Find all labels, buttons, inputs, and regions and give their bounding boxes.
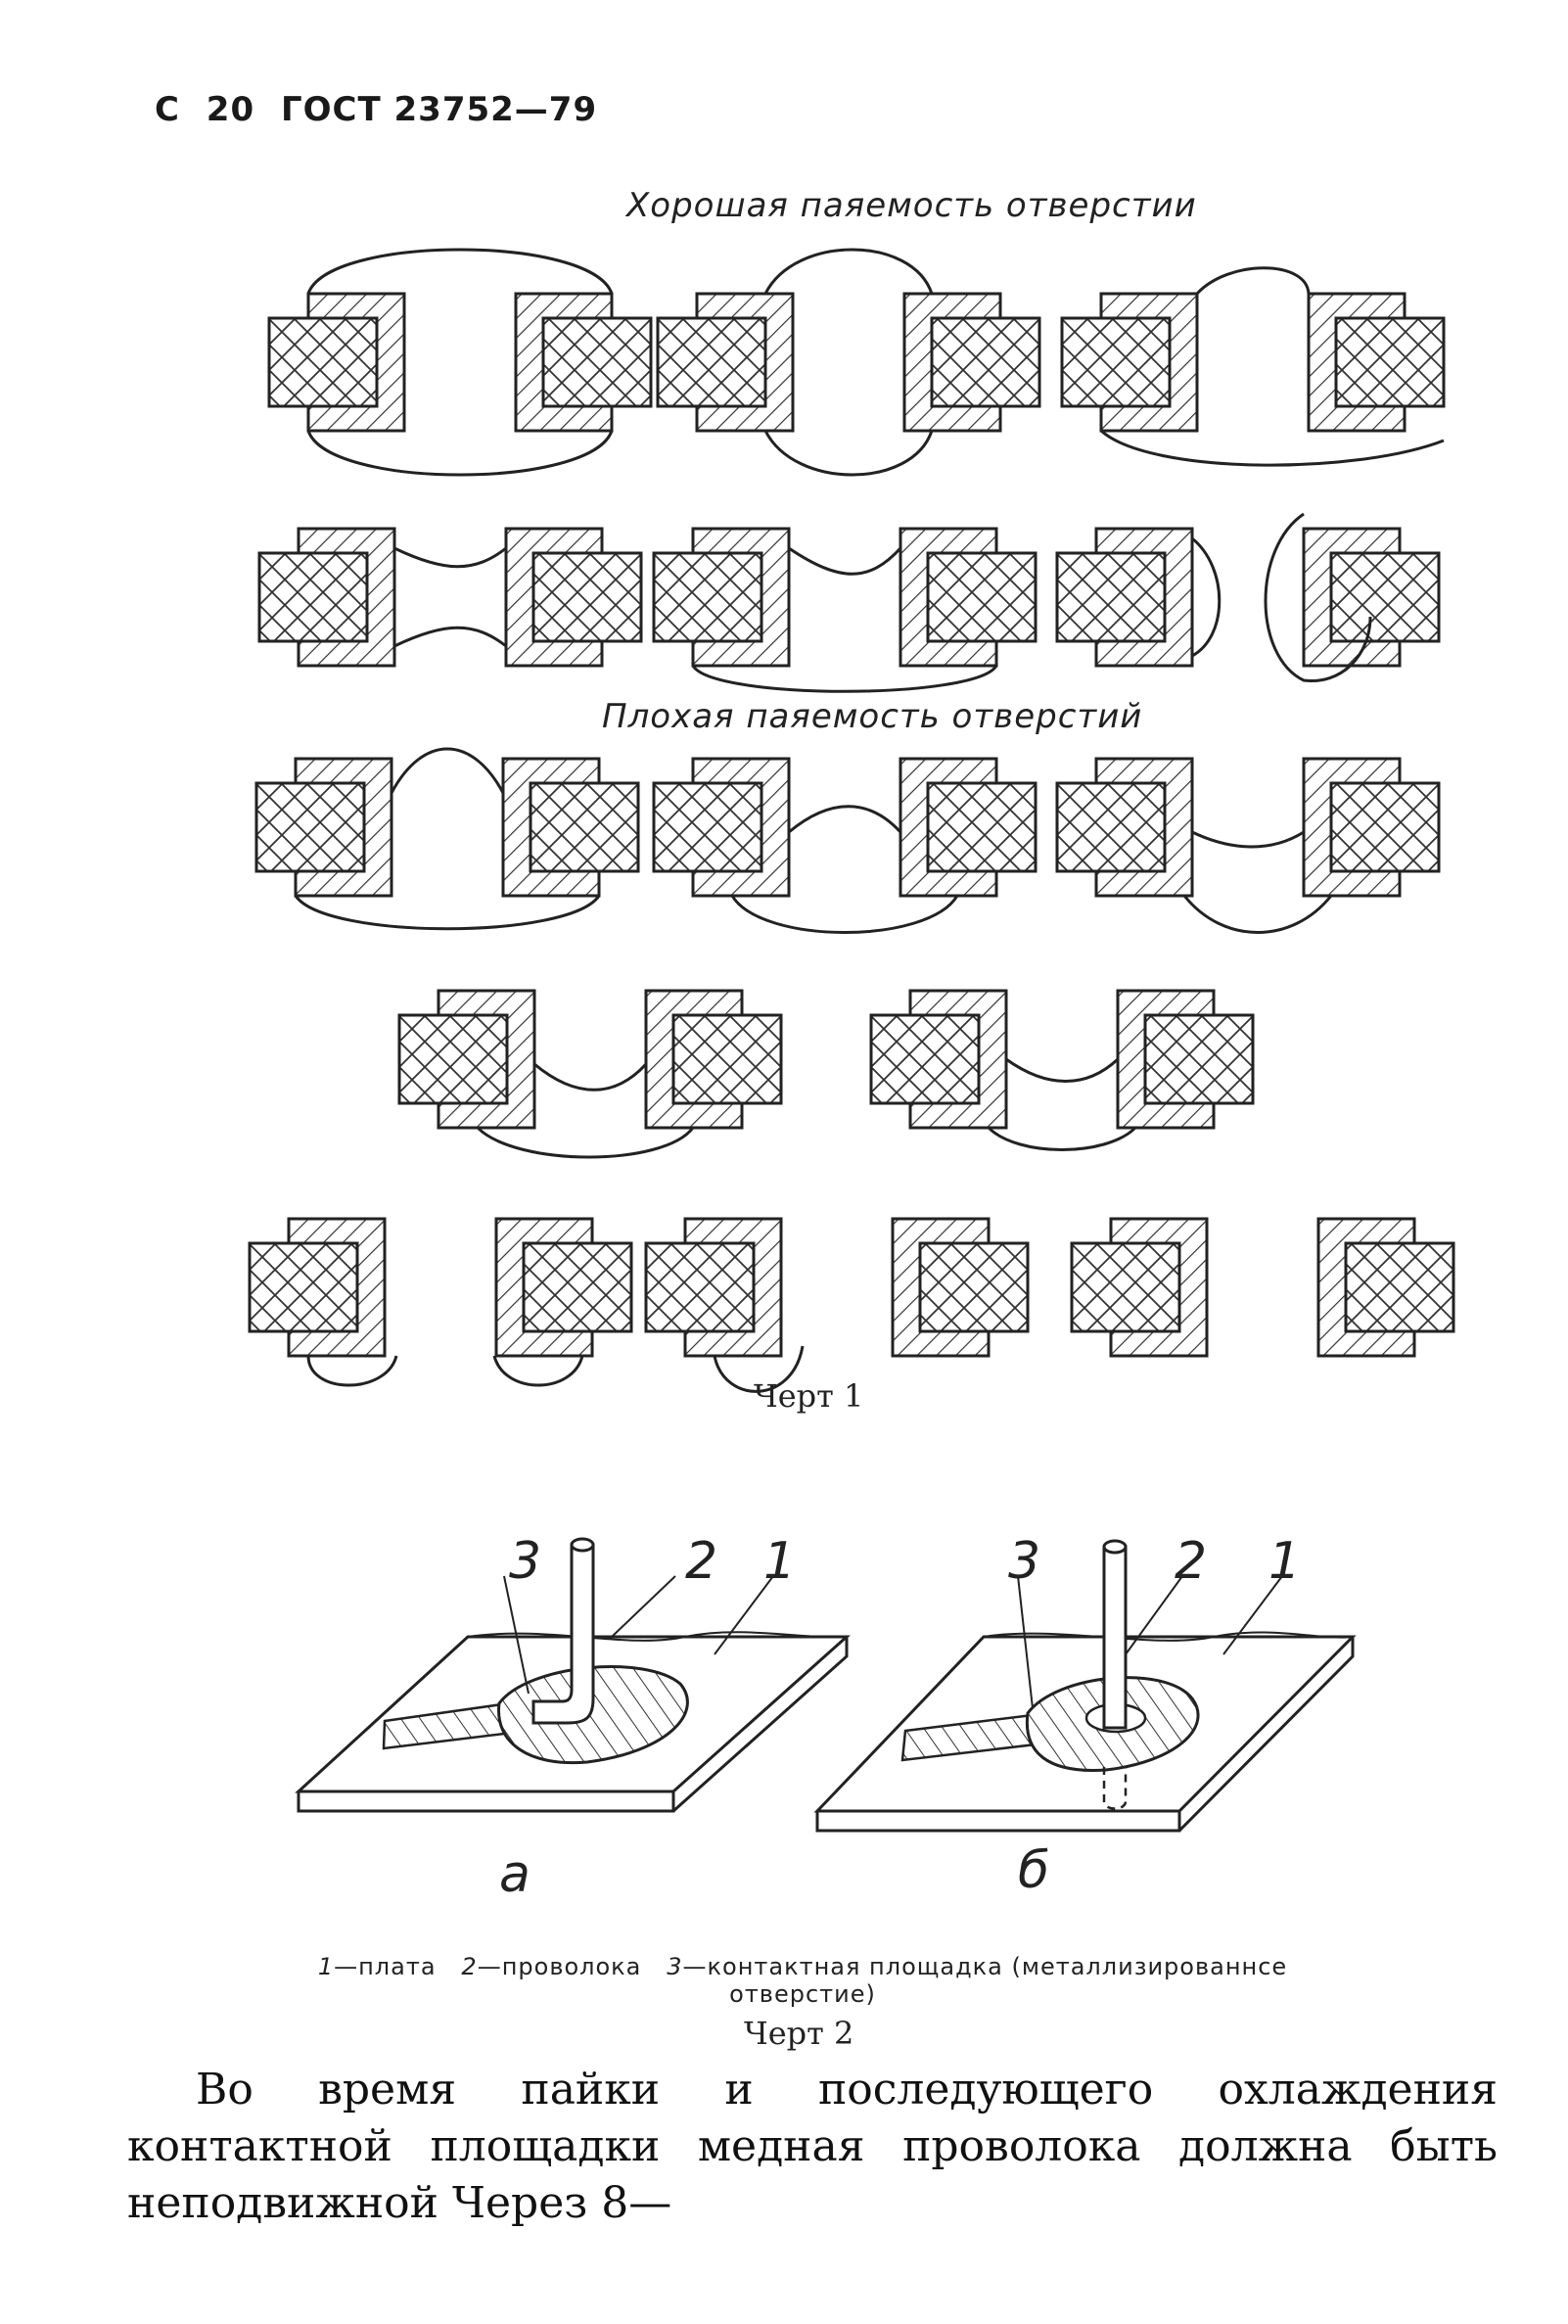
body-paragraph: Во время пайки и последующего охлаждения… <box>127 2065 1498 2228</box>
figure2-b-drawing: 3 2 1 б <box>813 1532 1357 1900</box>
fig2a-letter: а <box>499 1845 530 1904</box>
standard-title: ГОСТ 23752—79 <box>280 90 598 129</box>
good-hole-5 <box>652 527 1038 693</box>
good-hole-2 <box>656 248 1041 477</box>
fig2b-label-3: 3 <box>1008 1532 1040 1591</box>
legend-line-2: отверстие) <box>729 1980 876 2008</box>
legend-line-1: 1—плата 2—проволока 3—контактная площадк… <box>254 1953 1351 1980</box>
figure2-a-drawing: 3 2 1 а <box>295 1532 851 1904</box>
bad-hole-1 <box>254 747 640 931</box>
legend-num-1: 1 <box>317 1953 335 1980</box>
bad-hole-5 <box>869 989 1255 1151</box>
good-hole-6 <box>1055 512 1441 683</box>
good-hole-3 <box>1060 266 1446 467</box>
bad-solderability-heading: Плохая паяемость отверстий <box>602 697 1143 736</box>
page-number: 20 <box>206 90 255 129</box>
figure2-caption: Черт 2 <box>744 2015 854 2052</box>
figure1-caption: Черт 1 <box>754 1377 864 1415</box>
bad-hole-6 <box>248 1217 633 1387</box>
fig2a-label-1: 1 <box>763 1532 796 1591</box>
body-paragraph-block: Во время пайки и последующего охлаждения… <box>127 2062 1498 2232</box>
legend-text-2: —проволока <box>477 1953 642 1980</box>
bad-hole-7 <box>644 1217 1030 1393</box>
legend-num-2: 2 <box>461 1953 478 1980</box>
good-solderability-heading: Хорошая паяемость отверстии <box>626 186 1197 225</box>
bad-hole-2 <box>652 757 1038 934</box>
header-prefix: С <box>155 90 180 129</box>
good-hole-4 <box>257 527 643 668</box>
bad-hole-3 <box>1055 757 1441 934</box>
legend-num-3: 3 <box>667 1953 683 1980</box>
fig2a-label-2: 2 <box>685 1532 717 1591</box>
legend-text-3: —контактная площадка (металлизированнсе <box>682 1953 1288 1980</box>
legend-text-1: —плата <box>334 1953 437 1980</box>
bad-hole-8 <box>1070 1217 1455 1358</box>
figure2-legend: 1—плата 2—проволока 3—контактная площадк… <box>254 1953 1351 2008</box>
fig2b-label-2: 2 <box>1175 1532 1207 1591</box>
bad-hole-4 <box>397 989 783 1159</box>
page-header: С 20 ГОСТ 23752—79 <box>155 90 611 129</box>
fig2a-label-3: 3 <box>509 1532 541 1591</box>
fig2b-label-1: 1 <box>1268 1532 1301 1591</box>
good-hole-1 <box>267 248 653 477</box>
fig2b-letter: б <box>1018 1841 1049 1900</box>
